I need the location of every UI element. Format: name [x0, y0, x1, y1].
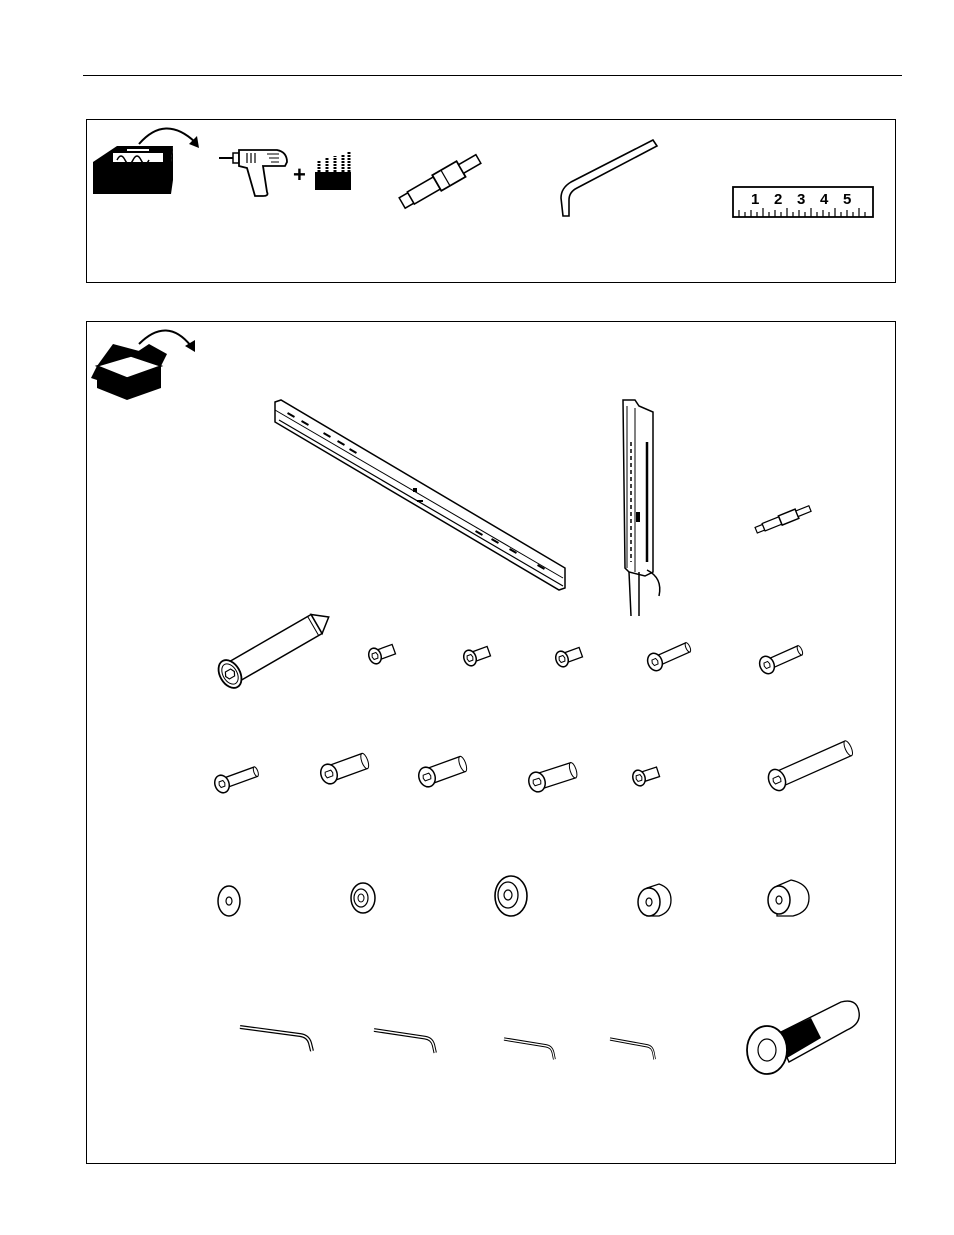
- lag-bolt: [214, 604, 336, 692]
- ruler-icon: 1 2 3 4 5: [733, 187, 873, 217]
- screw-m6-short: [554, 645, 584, 669]
- open-box-icon: [91, 344, 167, 400]
- screw-m5-short: [462, 644, 492, 668]
- screw-m8-short: [526, 760, 579, 794]
- hex-key-large: [240, 1027, 312, 1051]
- vertical-bracket: [623, 400, 660, 616]
- screw-m5-long: [757, 641, 805, 676]
- hex-key-medium: [374, 1030, 435, 1053]
- screw-m6-long: [212, 763, 260, 795]
- wall-plate: [275, 400, 565, 590]
- hex-key-xsmall: [610, 1039, 655, 1059]
- arrow-curve-icon: [139, 128, 199, 148]
- hex-key-small: [504, 1039, 554, 1059]
- spacer-long: [768, 880, 809, 916]
- screw-m8-mid: [416, 754, 469, 790]
- washer-small: [218, 886, 240, 916]
- spacer-short: [638, 884, 671, 916]
- screw-m4-long: [645, 638, 693, 673]
- toolbox-icon: [93, 146, 173, 194]
- hex-bit-icon: [398, 151, 483, 211]
- plus-icon: +: [293, 162, 306, 187]
- screw-m4-short: [367, 642, 397, 666]
- screw-m8-xlong: [765, 737, 855, 793]
- hex-bit: [754, 504, 812, 535]
- screw-m8-long: [318, 751, 371, 787]
- hex-key-icon: [561, 140, 657, 216]
- header-rule: [83, 75, 902, 76]
- anchor: [747, 1001, 859, 1074]
- washer-stepped: [351, 883, 375, 913]
- ruler-number-2: 2: [774, 191, 782, 208]
- drill-bits-icon: [315, 152, 351, 190]
- tools-required-panel: +: [86, 119, 896, 283]
- ruler-number-1: 1: [751, 191, 759, 208]
- ruler-number-4: 4: [820, 191, 829, 208]
- parts-included-panel: [86, 321, 896, 1164]
- drill-icon: [219, 150, 287, 196]
- ruler-number-3: 3: [797, 191, 805, 208]
- washer-large: [495, 876, 527, 916]
- ruler-number-5: 5: [843, 191, 851, 208]
- screw-m8-stub: [631, 764, 661, 787]
